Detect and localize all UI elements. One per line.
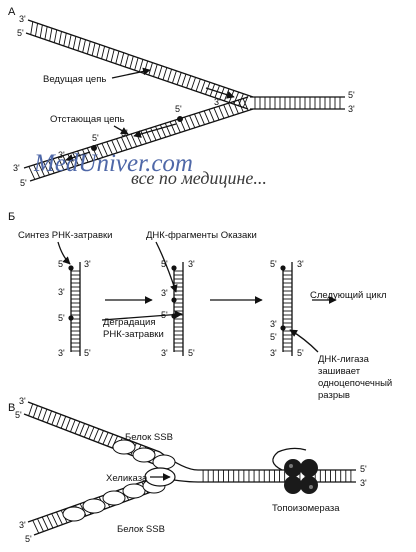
lagging-strand-label: Отстающая цепь bbox=[50, 114, 125, 125]
rna-primer-dot bbox=[171, 265, 177, 271]
end-label: 3' bbox=[297, 259, 304, 269]
end-label: 5' bbox=[360, 464, 367, 474]
topoisomerase-label: Топоизомераза bbox=[272, 503, 340, 514]
primer-degradation-label: РНК-затравки bbox=[103, 329, 164, 340]
rna-primer-dot bbox=[68, 265, 74, 271]
panel-b-label: Б bbox=[8, 211, 15, 223]
end-label: 3' bbox=[58, 287, 65, 297]
topoisomerase-icon bbox=[272, 447, 318, 494]
end-label: 3' bbox=[19, 14, 26, 24]
watermark-tagline: все по медицине... bbox=[131, 168, 267, 188]
ligase-label: разрыв bbox=[318, 390, 350, 401]
end-label: 5' bbox=[17, 28, 24, 38]
end-label: 5' bbox=[84, 348, 91, 358]
end-label: 5' bbox=[15, 410, 22, 420]
helicase-icon bbox=[144, 467, 176, 487]
ssb-protein-bottom bbox=[62, 478, 166, 522]
lagging-strand-pointer bbox=[113, 125, 129, 135]
panel-b-ladders bbox=[70, 262, 293, 356]
nick-dot bbox=[280, 325, 286, 331]
end-label: 3' bbox=[84, 259, 91, 269]
helicase-label: Хеликаза bbox=[106, 473, 148, 484]
end-label: 3' bbox=[19, 396, 26, 406]
end-label: 5' bbox=[58, 313, 65, 323]
panel-a-fork bbox=[23, 19, 345, 182]
end-label: 5' bbox=[58, 259, 65, 269]
ligase-pointer bbox=[289, 329, 319, 353]
end-label: 3' bbox=[360, 478, 367, 488]
end-label: 5' bbox=[92, 133, 99, 143]
panel-a-label: A bbox=[8, 6, 16, 18]
end-label: 3' bbox=[214, 97, 221, 107]
end-label: 3' bbox=[161, 288, 168, 298]
end-label: 5' bbox=[25, 534, 32, 544]
end-label: 5' bbox=[348, 90, 355, 100]
end-label: 5' bbox=[188, 348, 195, 358]
end-label: 5' bbox=[175, 104, 182, 114]
primer-degradation-label: Деградация bbox=[103, 317, 155, 328]
okazaki-fragments-label: ДНК-фрагменты Оказаки bbox=[146, 230, 257, 241]
ligase-label: одноцепочечный bbox=[318, 378, 392, 389]
rna-primer-dot bbox=[68, 315, 74, 321]
end-label: 3' bbox=[270, 348, 277, 358]
end-label: 3' bbox=[270, 319, 277, 329]
end-label: 3' bbox=[19, 520, 26, 530]
end-label: 5' bbox=[297, 348, 304, 358]
end-label: 3' bbox=[13, 163, 20, 173]
end-label: 3' bbox=[348, 104, 355, 114]
ssb-protein-top bbox=[112, 439, 176, 470]
primer-synthesis-label: Синтез РНК-затравки bbox=[18, 230, 112, 241]
leading-strand-label: Ведущая цепь bbox=[43, 74, 106, 85]
leading-strand-pointer bbox=[111, 67, 151, 79]
end-label: 3' bbox=[188, 259, 195, 269]
primer-synthesis-pointer bbox=[57, 241, 71, 265]
degradation-pointer bbox=[101, 310, 183, 321]
watermark-site: MedUniver.com bbox=[33, 150, 193, 177]
end-label: 5' bbox=[270, 259, 277, 269]
rna-primer-dot bbox=[177, 116, 183, 122]
ligase-label: зашивает bbox=[318, 366, 361, 377]
ligase-label: ДНК-лигаза bbox=[318, 354, 370, 365]
end-label: 5' bbox=[270, 332, 277, 342]
next-cycle-label: Следующий цикл bbox=[310, 290, 387, 301]
rna-primer-dot bbox=[280, 265, 286, 271]
end-label: 5' bbox=[161, 259, 168, 269]
rna-primer-dot bbox=[91, 145, 97, 151]
end-label: 3' bbox=[161, 348, 168, 358]
end-label: 3' bbox=[58, 150, 65, 160]
ssb-bottom-label: Белок SSB bbox=[117, 524, 165, 535]
end-label: 3' bbox=[58, 348, 65, 358]
end-label: 5' bbox=[20, 178, 27, 188]
panel-c-label: В bbox=[8, 402, 15, 414]
ssb-top-label: Белок SSB bbox=[125, 432, 173, 443]
rna-primer-dot bbox=[171, 297, 177, 303]
